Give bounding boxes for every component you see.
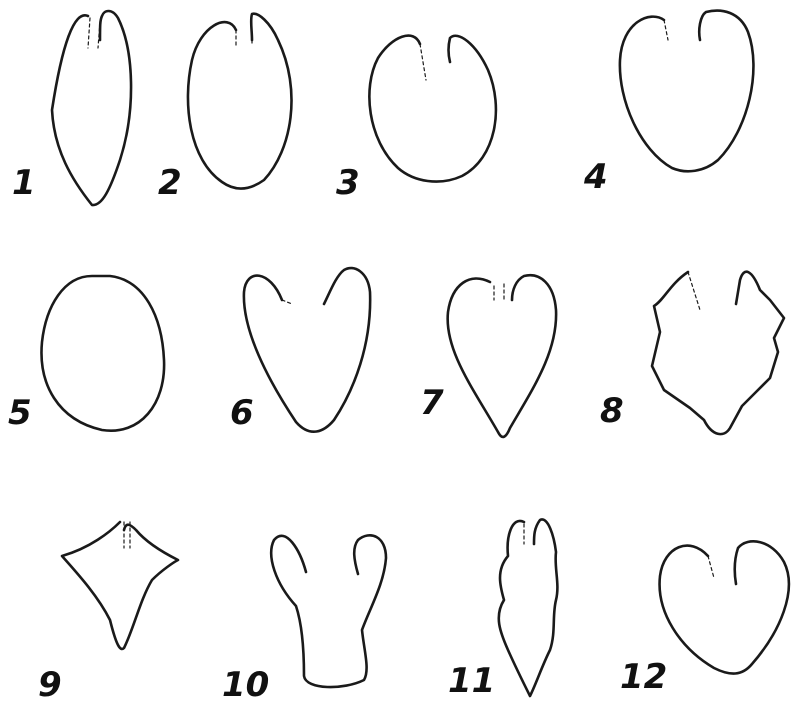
figure-label-8: 8 (600, 394, 624, 428)
figure-6-outline (244, 268, 370, 432)
figure-2-outline (188, 14, 292, 189)
figure-label-6: 6 (230, 396, 254, 430)
figure-7-outline (448, 275, 556, 437)
figure-label-4: 4 (584, 160, 608, 194)
figure-label-10: 10 (222, 668, 269, 702)
figure-12-outline (660, 541, 789, 673)
figure-3-outline (369, 36, 496, 182)
figure-5-outline (42, 276, 165, 431)
figure-4-outline (620, 11, 754, 172)
figure-1-outline (52, 11, 131, 205)
figure-label-11: 11 (448, 664, 495, 698)
figure-label-12: 12 (620, 660, 667, 694)
figure-label-1: 1 (12, 166, 36, 200)
figure-label-5: 5 (8, 396, 32, 430)
figure-label-2: 2 (158, 166, 182, 200)
figure-8-outline (652, 272, 784, 434)
figure-label-9: 9 (38, 668, 62, 702)
figure-label-7: 7 (420, 386, 444, 420)
figure-9-outline (62, 522, 178, 649)
figure-10-outline (271, 535, 386, 687)
figure-label-3: 3 (336, 166, 360, 200)
figure-11-outline (499, 519, 558, 696)
